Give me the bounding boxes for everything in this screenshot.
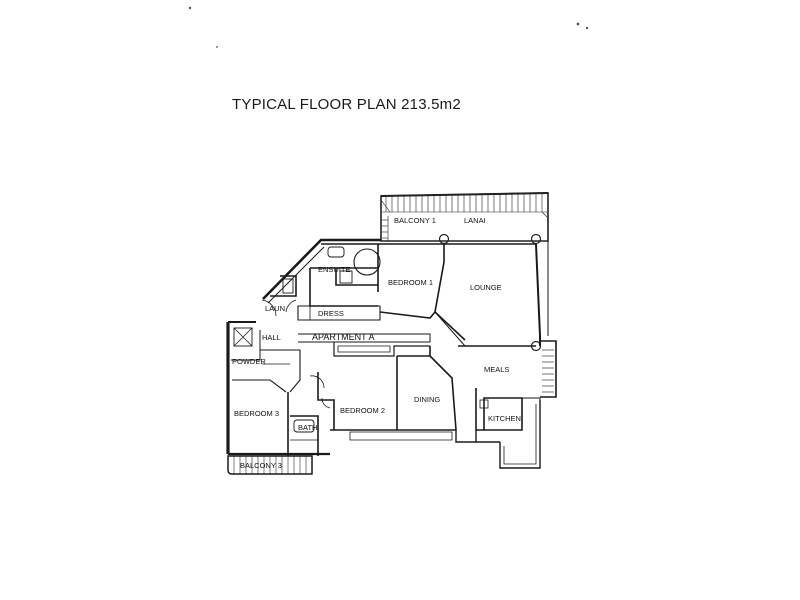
label-bedroom-2: BEDROOM 2 (340, 406, 385, 415)
label-meals: MEALS (484, 365, 509, 374)
label-laun: LAUN (265, 304, 285, 313)
label-bath: BATH (298, 423, 317, 432)
label-kitchen: KITCHEN (488, 414, 521, 423)
label-lanai: LANAI (464, 216, 486, 225)
scan-speck (576, 22, 580, 26)
label-apartment-a: APARTMENT A (312, 332, 375, 342)
label-bedroom-3: BEDROOM 3 (234, 409, 279, 418)
label-dress: DRESS (318, 309, 344, 318)
scan-speck (585, 26, 589, 30)
label-ensuite: ENSUITE (318, 265, 351, 274)
floor-plan-title: TYPICAL FLOOR PLAN 213.5m2 (232, 96, 461, 113)
label-hall: HALL (262, 333, 281, 342)
scan-speck (216, 46, 218, 48)
apartment-walls (226, 238, 557, 469)
label-bedroom-1: BEDROOM 1 (388, 278, 433, 287)
scan-speck (188, 6, 192, 10)
label-lounge: LOUNGE (470, 283, 502, 292)
label-balcony-1: BALCONY 1 (394, 216, 436, 225)
label-powder: POWDER (232, 357, 266, 366)
label-dining: DINING (414, 395, 440, 404)
label-balcony-3: BALCONY 3 (240, 461, 282, 470)
balcony-3-structure (227, 455, 313, 475)
